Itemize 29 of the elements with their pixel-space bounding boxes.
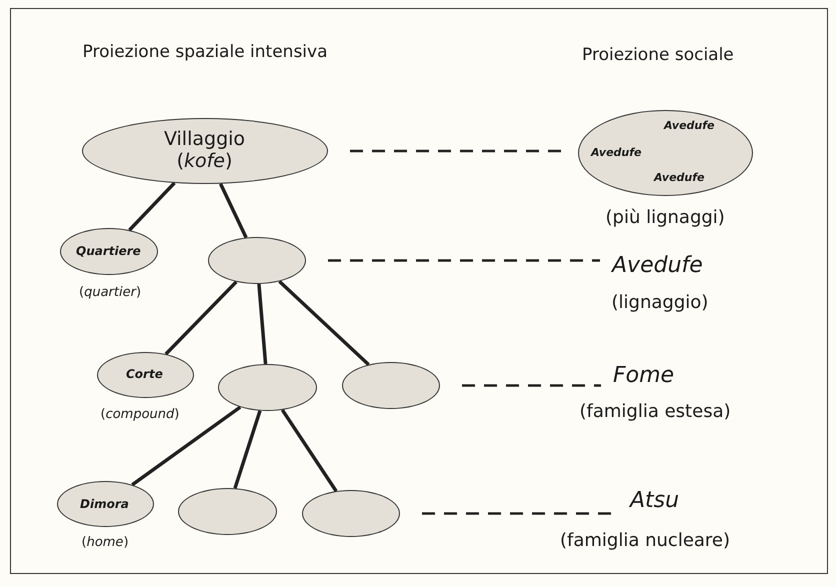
connector-line xyxy=(218,182,248,238)
column-heading: Proiezione sociale xyxy=(582,45,734,65)
connector-line xyxy=(233,410,262,489)
dashed-line xyxy=(462,384,601,387)
heading-text: Avedufe xyxy=(612,253,703,278)
node-label: Avedufe xyxy=(654,171,704,184)
caption-text: (compound) xyxy=(100,406,180,422)
connector-line xyxy=(164,280,238,356)
node-label: Corte xyxy=(126,366,163,381)
connector-line xyxy=(257,284,268,364)
caption-text: (famiglia nucleare) xyxy=(560,530,730,550)
caption-text: (famiglia estesa) xyxy=(580,400,731,422)
heading-text: Fome xyxy=(613,363,674,388)
connector-line xyxy=(280,408,338,492)
caption-text: (home) xyxy=(82,534,129,550)
connector-line xyxy=(128,182,176,232)
node-label: Quartiere xyxy=(76,244,141,258)
column-heading: Proiezione spaziale intensiva xyxy=(82,42,328,62)
caption-text: (più lignaggi) xyxy=(606,206,725,228)
node-label: Avedufe xyxy=(591,146,642,159)
caption-text: (quartier) xyxy=(79,284,142,300)
heading-text: Atsu xyxy=(630,488,680,513)
connector-line xyxy=(131,406,242,486)
node-label: Villaggio (kofe) xyxy=(162,128,246,174)
node-label: Dimora xyxy=(80,496,129,511)
dashed-line xyxy=(328,259,600,262)
connector-line xyxy=(278,280,370,366)
caption-text: (lignaggio) xyxy=(612,292,708,312)
node-label: Avedufe xyxy=(664,119,714,132)
